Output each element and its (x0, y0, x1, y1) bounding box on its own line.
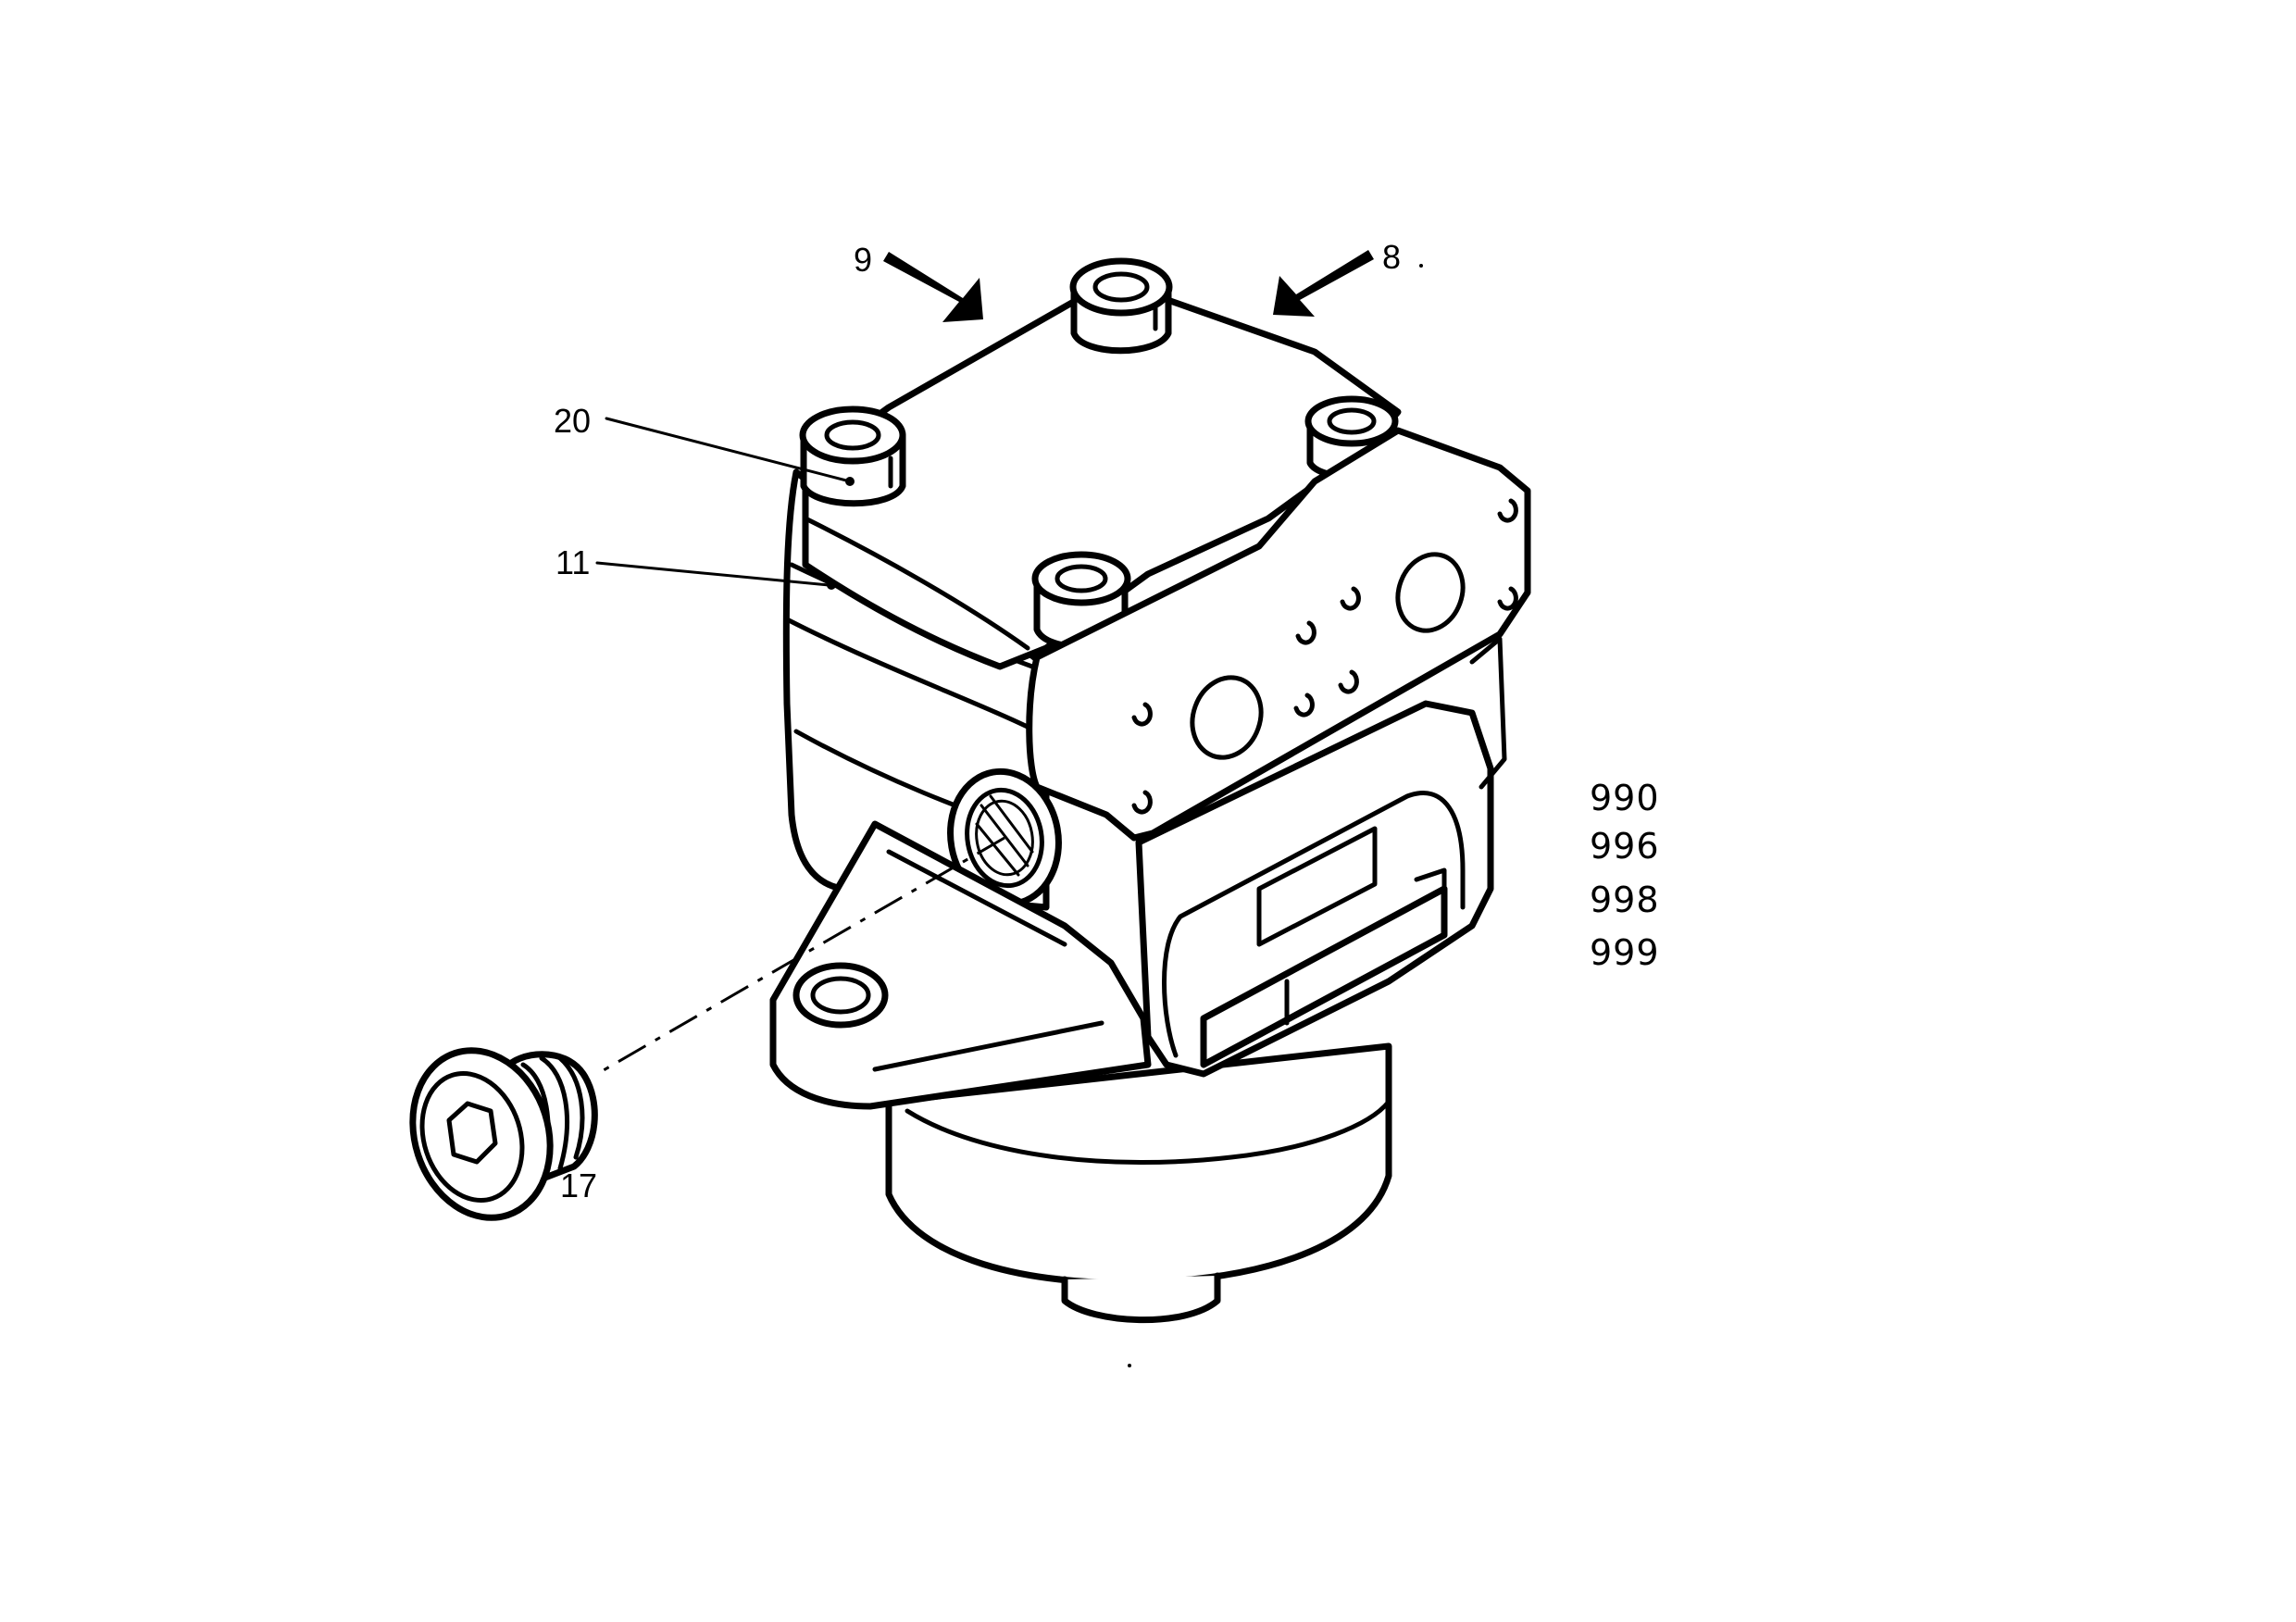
callout-8: 8 (1382, 238, 1401, 276)
bottom-spigot (1061, 1272, 1221, 1324)
socket-screw-20 (799, 406, 906, 507)
reference-code: 999 (1590, 932, 1660, 973)
top-socket-screw (1069, 257, 1173, 355)
plug-screw-17 (409, 1047, 598, 1221)
leader-line-20 (605, 417, 852, 483)
lower-cylinder-base (885, 1042, 1392, 1324)
callout-9: 9 (854, 241, 872, 279)
arrow-9-icon (883, 252, 983, 322)
assembly-centerline (596, 836, 1005, 1076)
reference-code: 990 (1590, 778, 1660, 818)
reference-code: 998 (1590, 880, 1660, 920)
reference-code: 996 (1590, 826, 1660, 867)
callout-17: 17 (560, 1167, 597, 1204)
leader-line-11 (595, 561, 830, 587)
callout-11: 11 (555, 543, 590, 581)
valve-side-body (1135, 636, 1507, 1078)
mounting-bracket (769, 820, 1152, 1110)
callout-20: 20 (554, 402, 591, 440)
arrow-8-icon (1273, 250, 1374, 317)
